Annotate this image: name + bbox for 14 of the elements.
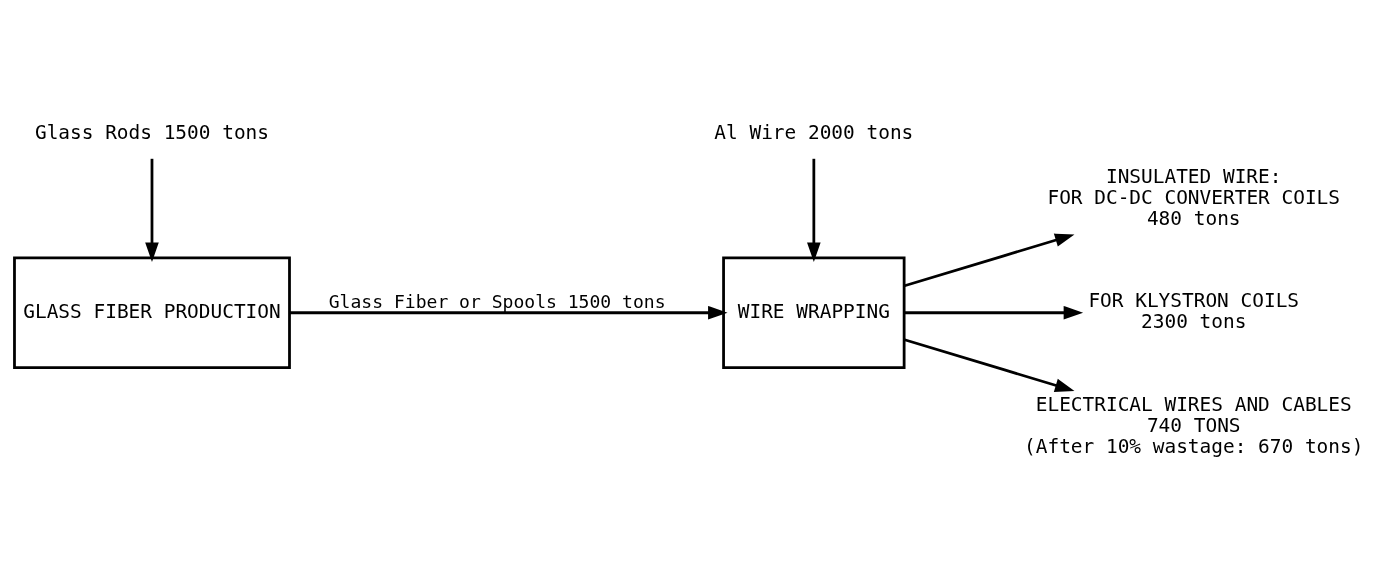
node-text: FOR KLYSTRON COILS 2300 tons [1088,288,1300,333]
node-text: ELECTRICAL WIRES AND CABLES 740 TONS (After 10% wastage: 670 tons) [1024,392,1364,458]
arrow [904,233,1075,287]
edge-label: Glass Fiber or Spools 1500 tons [328,290,666,312]
arrow [904,305,1084,320]
arrow [807,158,821,262]
arrow [145,158,159,262]
node-text: Al Wire 2000 tons [714,120,914,144]
arrow [289,305,728,320]
node-box: WIRE WRAPPING [722,256,906,369]
arrow [904,337,1075,392]
node-text: Glass Rods 1500 tons [34,120,270,144]
node-text: INSULATED WIRE: FOR DC-DC CONVERTER COILS 480 tons [1047,164,1341,230]
node-box: GLASS FIBER PRODUCTION [13,256,291,369]
